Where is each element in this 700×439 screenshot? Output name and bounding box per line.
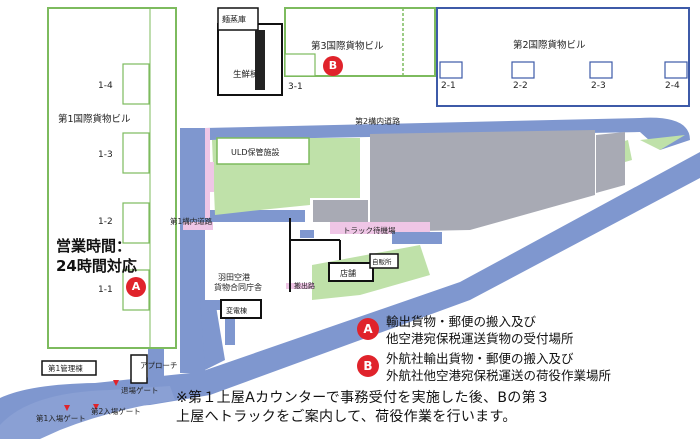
pink-band-3 xyxy=(330,222,430,234)
legend-b-text: 外航社輸出貨物・郵便の搬入及び 外航社他空港宛保税運送の荷役作業場所 xyxy=(386,350,611,384)
building-2 xyxy=(436,7,690,107)
legend-marker-a: A xyxy=(357,318,379,340)
label-godo: 羽田空港 貨物合同庁舎 xyxy=(214,272,262,292)
label-hatsuden: 変電棟 xyxy=(226,306,247,315)
label-uld: ULD保管施設 xyxy=(231,147,279,157)
hatsuden-building xyxy=(220,299,262,319)
label-gate-1: 第1入場ゲート xyxy=(36,413,86,423)
legend-a-line2: 他空港宛保税運送貨物の受付場所 xyxy=(386,331,574,346)
gray-block-small xyxy=(313,200,368,222)
pink-band-2 xyxy=(183,222,213,230)
business-hours: 営業時間： 24時間対応 xyxy=(56,236,137,276)
label-road-2: 第2構内道路 xyxy=(355,116,400,126)
label-building-1: 第1国際貨物ビル xyxy=(58,113,131,125)
marker-a-map: A xyxy=(126,277,146,297)
footnote: ※第１上屋Aカウンターで事務受付を実施した後、Bの第３ 上屋へトラックをご案内し… xyxy=(176,389,550,427)
label-bay-3-1: 3-1 xyxy=(288,82,303,92)
label-bay-2-3: 2-3 xyxy=(591,81,606,91)
label-bay-1-1: 1-1 xyxy=(98,285,113,295)
gate-area-road xyxy=(0,386,175,439)
menjoko-building xyxy=(217,7,259,31)
label-kaisai: 搬出路 xyxy=(294,281,315,290)
label-bay-2-4: 2-4 xyxy=(665,81,680,91)
seisen-building xyxy=(217,23,283,96)
legend-a-text: 輸出貨物・郵便の搬入及び 他空港宛保税運送貨物の受付場所 xyxy=(386,313,574,347)
gray-block-right xyxy=(596,132,625,193)
label-godo-1: 羽田空港 xyxy=(218,272,250,282)
gate-2-marker xyxy=(93,404,99,410)
store-building xyxy=(328,262,374,282)
legend-a-line1: 輸出貨物・郵便の搬入及び xyxy=(386,314,537,329)
legend-marker-b: B xyxy=(357,355,379,377)
jiha-building xyxy=(369,253,399,269)
pink-band-5 xyxy=(286,283,314,289)
label-truck-wait: トラック待機場 xyxy=(343,225,396,235)
gate-1-marker xyxy=(64,405,70,411)
bay-1-4 xyxy=(122,63,150,105)
road-vertical-1 xyxy=(180,128,205,373)
pink-band-1 xyxy=(205,128,210,218)
label-road-1: 第1構内道路 xyxy=(170,216,213,226)
label-store: 店舗 xyxy=(340,268,356,278)
label-approach: アプローチ xyxy=(140,361,178,370)
building-1 xyxy=(47,7,177,349)
green-strip xyxy=(640,135,685,150)
building-1-annex xyxy=(149,7,177,349)
bay-1-2 xyxy=(122,202,150,244)
label-bay-2-1: 2-1 xyxy=(441,81,456,91)
truck-wait-box xyxy=(392,232,442,244)
label-bay-1-2: 1-2 xyxy=(98,217,113,227)
road-lower-left xyxy=(200,300,225,370)
gray-block-large xyxy=(370,130,595,232)
bay-2-1 xyxy=(439,61,463,79)
marker-b-map: B xyxy=(323,56,343,76)
label-jiha: 自販所 xyxy=(372,257,392,266)
legend-b-line2: 外航社他空港宛保税運送の荷役作業場所 xyxy=(386,368,612,383)
label-seisen: 生鮮棟 xyxy=(233,69,259,80)
label-bay-2-2: 2-2 xyxy=(513,81,528,91)
label-godo-2: 貨物合同庁舎 xyxy=(214,282,262,292)
approach-box xyxy=(130,354,148,384)
label-gate-2: 第2入場ゲート xyxy=(91,406,141,416)
approach-road xyxy=(148,345,164,385)
label-building-3: 第3国際貨物ビル xyxy=(311,40,384,52)
legend-b-line1: 外航社輸出貨物・郵便の搬入及び xyxy=(386,351,574,366)
uld-facility xyxy=(216,137,310,165)
business-hours-line1: 営業時間： xyxy=(56,237,132,255)
kanri-building xyxy=(41,360,97,376)
bay-1-3 xyxy=(122,132,150,174)
label-building-2: 第2国際貨物ビル xyxy=(513,39,586,51)
label-menjoko: 麺蒸庫 xyxy=(222,14,246,24)
footnote-line2: 上屋へトラックをご案内して、荷役作業を行います。 xyxy=(176,409,517,425)
label-gate-exit: 退場ゲート xyxy=(121,385,159,395)
gate-exit-marker xyxy=(113,380,119,386)
seisen-dark-wall xyxy=(255,30,265,90)
bay-2-2 xyxy=(511,61,535,79)
business-hours-line2: 24時間対応 xyxy=(56,257,137,275)
bay-2-3 xyxy=(589,61,613,79)
green-area-right xyxy=(300,138,360,198)
truck-wait-lines xyxy=(289,218,341,292)
label-kanri: 第1管理棟 xyxy=(48,363,83,373)
label-bay-1-4: 1-4 xyxy=(98,81,113,91)
footnote-line1: ※第１上屋Aカウンターで事務受付を実施した後、Bの第３ xyxy=(176,390,551,406)
label-bay-1-3: 1-3 xyxy=(98,150,113,160)
pink-band-4 xyxy=(208,162,214,192)
road-stub-2 xyxy=(300,230,314,238)
bay-2-4 xyxy=(664,61,688,79)
bay-3-1 xyxy=(284,53,316,77)
